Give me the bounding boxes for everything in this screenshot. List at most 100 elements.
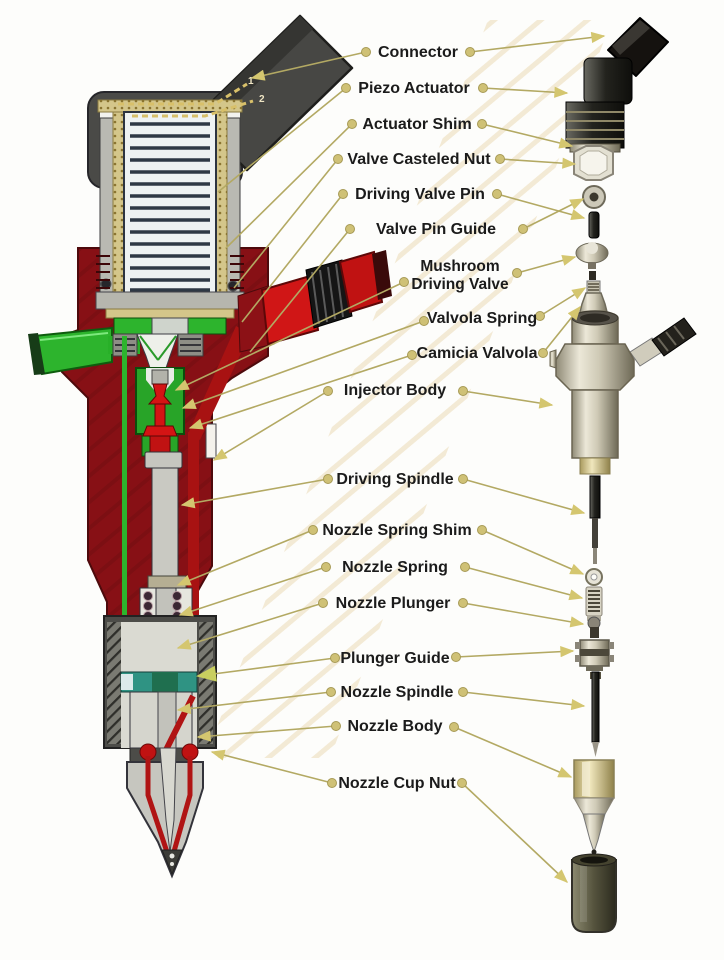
guide-band <box>580 649 609 656</box>
label-nozzle-plunger: Nozzle Plunger <box>336 595 451 612</box>
stack-col-right-gray <box>226 117 241 297</box>
green-pipe-highlight <box>39 332 109 341</box>
leader-valvspring-right <box>539 287 587 317</box>
green-pipe-tip <box>28 333 45 375</box>
label-nozzle-spring-shim: Nozzle Spring Shim <box>322 522 471 539</box>
part-valve-pin-small <box>589 271 596 280</box>
plunger-stem <box>590 627 599 638</box>
body-fitting-thread <box>651 317 697 357</box>
leader-valvepin-right <box>496 193 586 221</box>
mushroom-valve-section <box>147 383 173 405</box>
leader-nozspindle-right <box>462 691 586 711</box>
leader-valvspring-left <box>181 320 425 409</box>
body-edge-notch <box>205 423 217 459</box>
leader-springshim-right <box>481 529 585 575</box>
fuel-channel-vertical <box>188 432 199 618</box>
cross-section: 1 2 <box>28 14 392 879</box>
pin-number-1: 1 <box>248 76 254 87</box>
leader-mushroom-right <box>516 254 577 274</box>
leader-nozspindle-left <box>176 691 332 715</box>
part-driving-spindle <box>589 475 601 564</box>
guide-tab-br <box>609 655 614 662</box>
leader-lines <box>174 31 606 883</box>
nozzle-body-cone <box>582 813 606 854</box>
fuel-channel-diagonal <box>188 326 250 440</box>
label-valvola-spring: Valvola Spring <box>427 310 537 327</box>
part-nozzle-spindle <box>590 671 601 757</box>
pin-number-2: 2 <box>259 94 265 105</box>
part-nozzle-spring <box>585 586 603 617</box>
connector-wire-2 <box>132 99 254 118</box>
leader-camicia-left <box>188 354 413 430</box>
leader-connector-left <box>250 51 367 81</box>
valve-seat-green-lines <box>139 335 177 361</box>
body-left-tab <box>549 349 557 369</box>
label-camicia-valvola: Camicia Valvola <box>417 345 538 362</box>
nozzle-body-shoulder <box>573 797 615 815</box>
leader-pinguide-right <box>522 198 585 230</box>
label-valve-casteled-nut: Valve Casteled Nut <box>347 151 491 168</box>
leader-nozspring-right <box>464 566 584 601</box>
inlet-thread-ridges <box>311 263 344 325</box>
nozzle-hole-1 <box>169 853 175 859</box>
valve-flare-red <box>142 425 178 437</box>
nozzle-spindle-tip <box>592 742 599 757</box>
leader-valvepin-left <box>241 193 344 323</box>
nozzle-needle <box>159 747 177 853</box>
actuator-shim-plate <box>95 291 245 310</box>
stack-col-right-tan-dots <box>216 112 227 296</box>
valve-base-red <box>149 435 171 455</box>
spindle-mid <box>592 518 598 548</box>
fuel-inlet-fitting <box>237 250 392 353</box>
leader-springshim-left <box>176 529 314 586</box>
body-bottom-stub <box>579 457 611 475</box>
valve-top-gray <box>151 369 169 385</box>
nozzle-spindle-rod <box>591 671 600 743</box>
stack-col-left-gray <box>99 117 114 297</box>
leader-plungerguide-right <box>455 646 575 658</box>
part-mushroom-valve <box>575 242 609 269</box>
plunger-guide-slot <box>121 674 133 690</box>
label-valve-pin-guide: Valve Pin Guide <box>376 221 496 238</box>
connector-plug-face <box>612 20 650 55</box>
plunger-guide-center <box>152 672 178 692</box>
leader-plungerguide-left <box>196 657 336 682</box>
nut-thread-right-hatch <box>199 622 213 744</box>
piezo-stack-section <box>123 111 217 297</box>
leader-injbody-right <box>462 390 554 409</box>
guide-tab-tl <box>575 642 580 649</box>
part-plunger-guide <box>575 639 614 671</box>
driving-spindle-section <box>151 467 179 581</box>
part-injector-body <box>549 310 697 475</box>
valve-stem-red <box>154 403 166 427</box>
label-injector-body: Injector Body <box>344 382 446 399</box>
guide-tab-tr <box>609 642 614 649</box>
part-connector <box>583 17 669 105</box>
part-nozzle-spring-shim <box>585 568 603 586</box>
leader-plunger-left <box>176 602 324 650</box>
green-return-line <box>122 336 127 670</box>
piezo-stack-layers <box>130 122 210 292</box>
body-lower-cylinder <box>571 389 619 459</box>
leader-camicia-right <box>542 305 581 354</box>
part-driving-valve-pin <box>588 211 600 239</box>
label-driving-spindle: Driving Spindle <box>336 471 453 488</box>
exploded-parts <box>549 17 697 933</box>
spindle-tip <box>593 548 597 564</box>
nozzle-body-cylinder <box>573 759 615 799</box>
part-nozzle-plunger <box>587 616 601 638</box>
cup-nut-body <box>571 859 617 933</box>
leader-mushroom-left <box>174 281 405 391</box>
nozzle-body-tip <box>591 849 597 855</box>
label-actuator-shim: Actuator Shim <box>362 116 471 133</box>
cup-nut-bore <box>580 856 608 864</box>
connector-base <box>583 57 633 105</box>
leader-castnut-left <box>233 158 339 289</box>
spring-coils <box>588 590 600 612</box>
inlet-tip-dark <box>372 250 392 300</box>
castellated-nut-inner <box>579 150 608 176</box>
valvola-spring-coils <box>588 283 599 291</box>
label-connector: Connector <box>378 44 458 61</box>
